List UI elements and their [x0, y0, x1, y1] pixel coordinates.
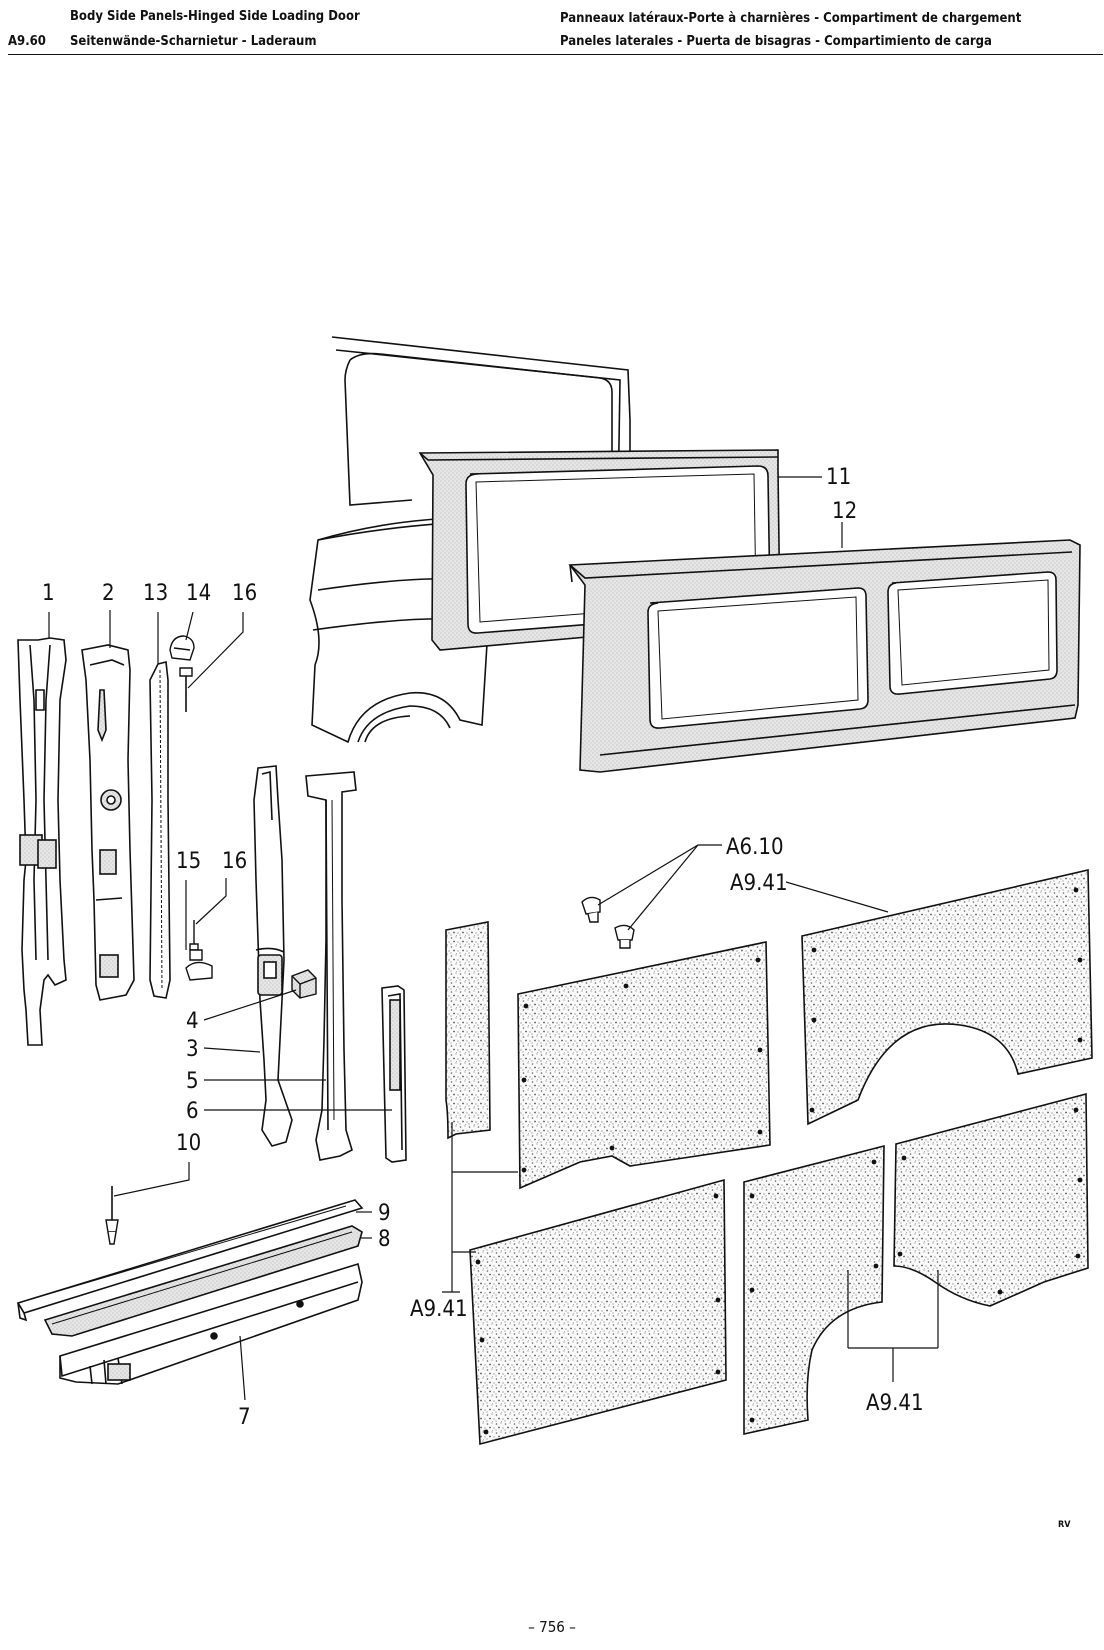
part-10-screw	[105, 1186, 119, 1245]
leader-a941-top	[785, 881, 889, 913]
draughtsman-initials: RV	[1058, 1520, 1071, 1530]
leader-16-lower	[195, 878, 227, 925]
title-german: Seitenwände-Scharnietur - Laderaum	[70, 34, 317, 49]
title-spanish: Paneles laterales - Puerta de bisagras -…	[560, 34, 992, 49]
part-5-pillar	[305, 771, 357, 1161]
reference-a941-left: A9.41	[410, 1297, 468, 1322]
trim-panel-upper-left	[517, 941, 771, 1190]
reference-a941-top: A9.41	[730, 871, 788, 896]
callout-5: 5	[186, 1069, 199, 1094]
leader-a610-1	[597, 844, 722, 906]
leader-a610-2	[627, 844, 699, 931]
reference-a610: A6.10	[726, 835, 784, 860]
part-6-strip	[381, 985, 407, 1163]
part-8-sill-cover	[43, 1225, 363, 1337]
part-4-block	[291, 969, 317, 999]
callout-14: 14	[186, 581, 211, 606]
part-13-seal-strip	[149, 661, 171, 999]
callout-16-lower: 16	[222, 849, 247, 874]
header-rule	[8, 54, 1103, 55]
callout-2: 2	[102, 581, 115, 606]
reference-a941-bottom: A9.41	[866, 1391, 924, 1416]
callout-10: 10	[176, 1131, 201, 1156]
leader-10	[113, 1162, 190, 1197]
part-1-pillar	[17, 637, 67, 1046]
part-2-pillar	[81, 644, 135, 1001]
part-3-pillar-trim	[253, 765, 293, 1147]
callout-12: 12	[832, 499, 857, 524]
part-16-screw-lower	[189, 920, 199, 951]
leader-16-upper	[187, 612, 244, 689]
trim-panel-upper-right	[801, 868, 1093, 1126]
callout-1: 1	[42, 581, 55, 606]
callout-4: 4	[186, 1009, 199, 1034]
callout-15: 15	[176, 849, 201, 874]
callout-13: 13	[143, 581, 168, 606]
callout-9: 9	[378, 1201, 391, 1226]
part-9-sill-strip	[16, 1199, 364, 1322]
trim-panel-lower-left	[469, 1178, 727, 1446]
part-16-screw-upper	[179, 667, 193, 712]
part-15-clip	[185, 949, 213, 981]
callout-8: 8	[378, 1227, 391, 1252]
section-code: A9.60	[8, 34, 46, 49]
callout-7: 7	[238, 1405, 251, 1430]
trim-panel-lower-middle	[743, 1144, 885, 1435]
trim-panel-lower-right	[893, 1092, 1089, 1307]
callout-3: 3	[186, 1037, 199, 1062]
page-number: – 756 –	[528, 1618, 576, 1636]
part-12-side-window-panel	[568, 539, 1081, 773]
fixing-buttons-a610	[581, 896, 635, 949]
title-english: Body Side Panels-Hinged Side Loading Doo…	[70, 9, 360, 24]
leader-3	[203, 1047, 261, 1053]
trim-panel-narrow	[445, 921, 491, 1140]
title-french: Panneaux latéraux-Porte à charnières - C…	[560, 11, 1022, 26]
callout-16-upper: 16	[232, 581, 257, 606]
leader-a941-bottom	[847, 1270, 939, 1382]
part-7-sill-box	[59, 1262, 363, 1385]
leader-14	[185, 611, 194, 641]
part-14-clip	[169, 635, 195, 661]
callout-6: 6	[186, 1099, 199, 1124]
leader-a941-left	[442, 1122, 518, 1293]
callout-11: 11	[826, 465, 851, 490]
leader-4	[203, 989, 297, 1021]
leader-7	[239, 1335, 246, 1401]
